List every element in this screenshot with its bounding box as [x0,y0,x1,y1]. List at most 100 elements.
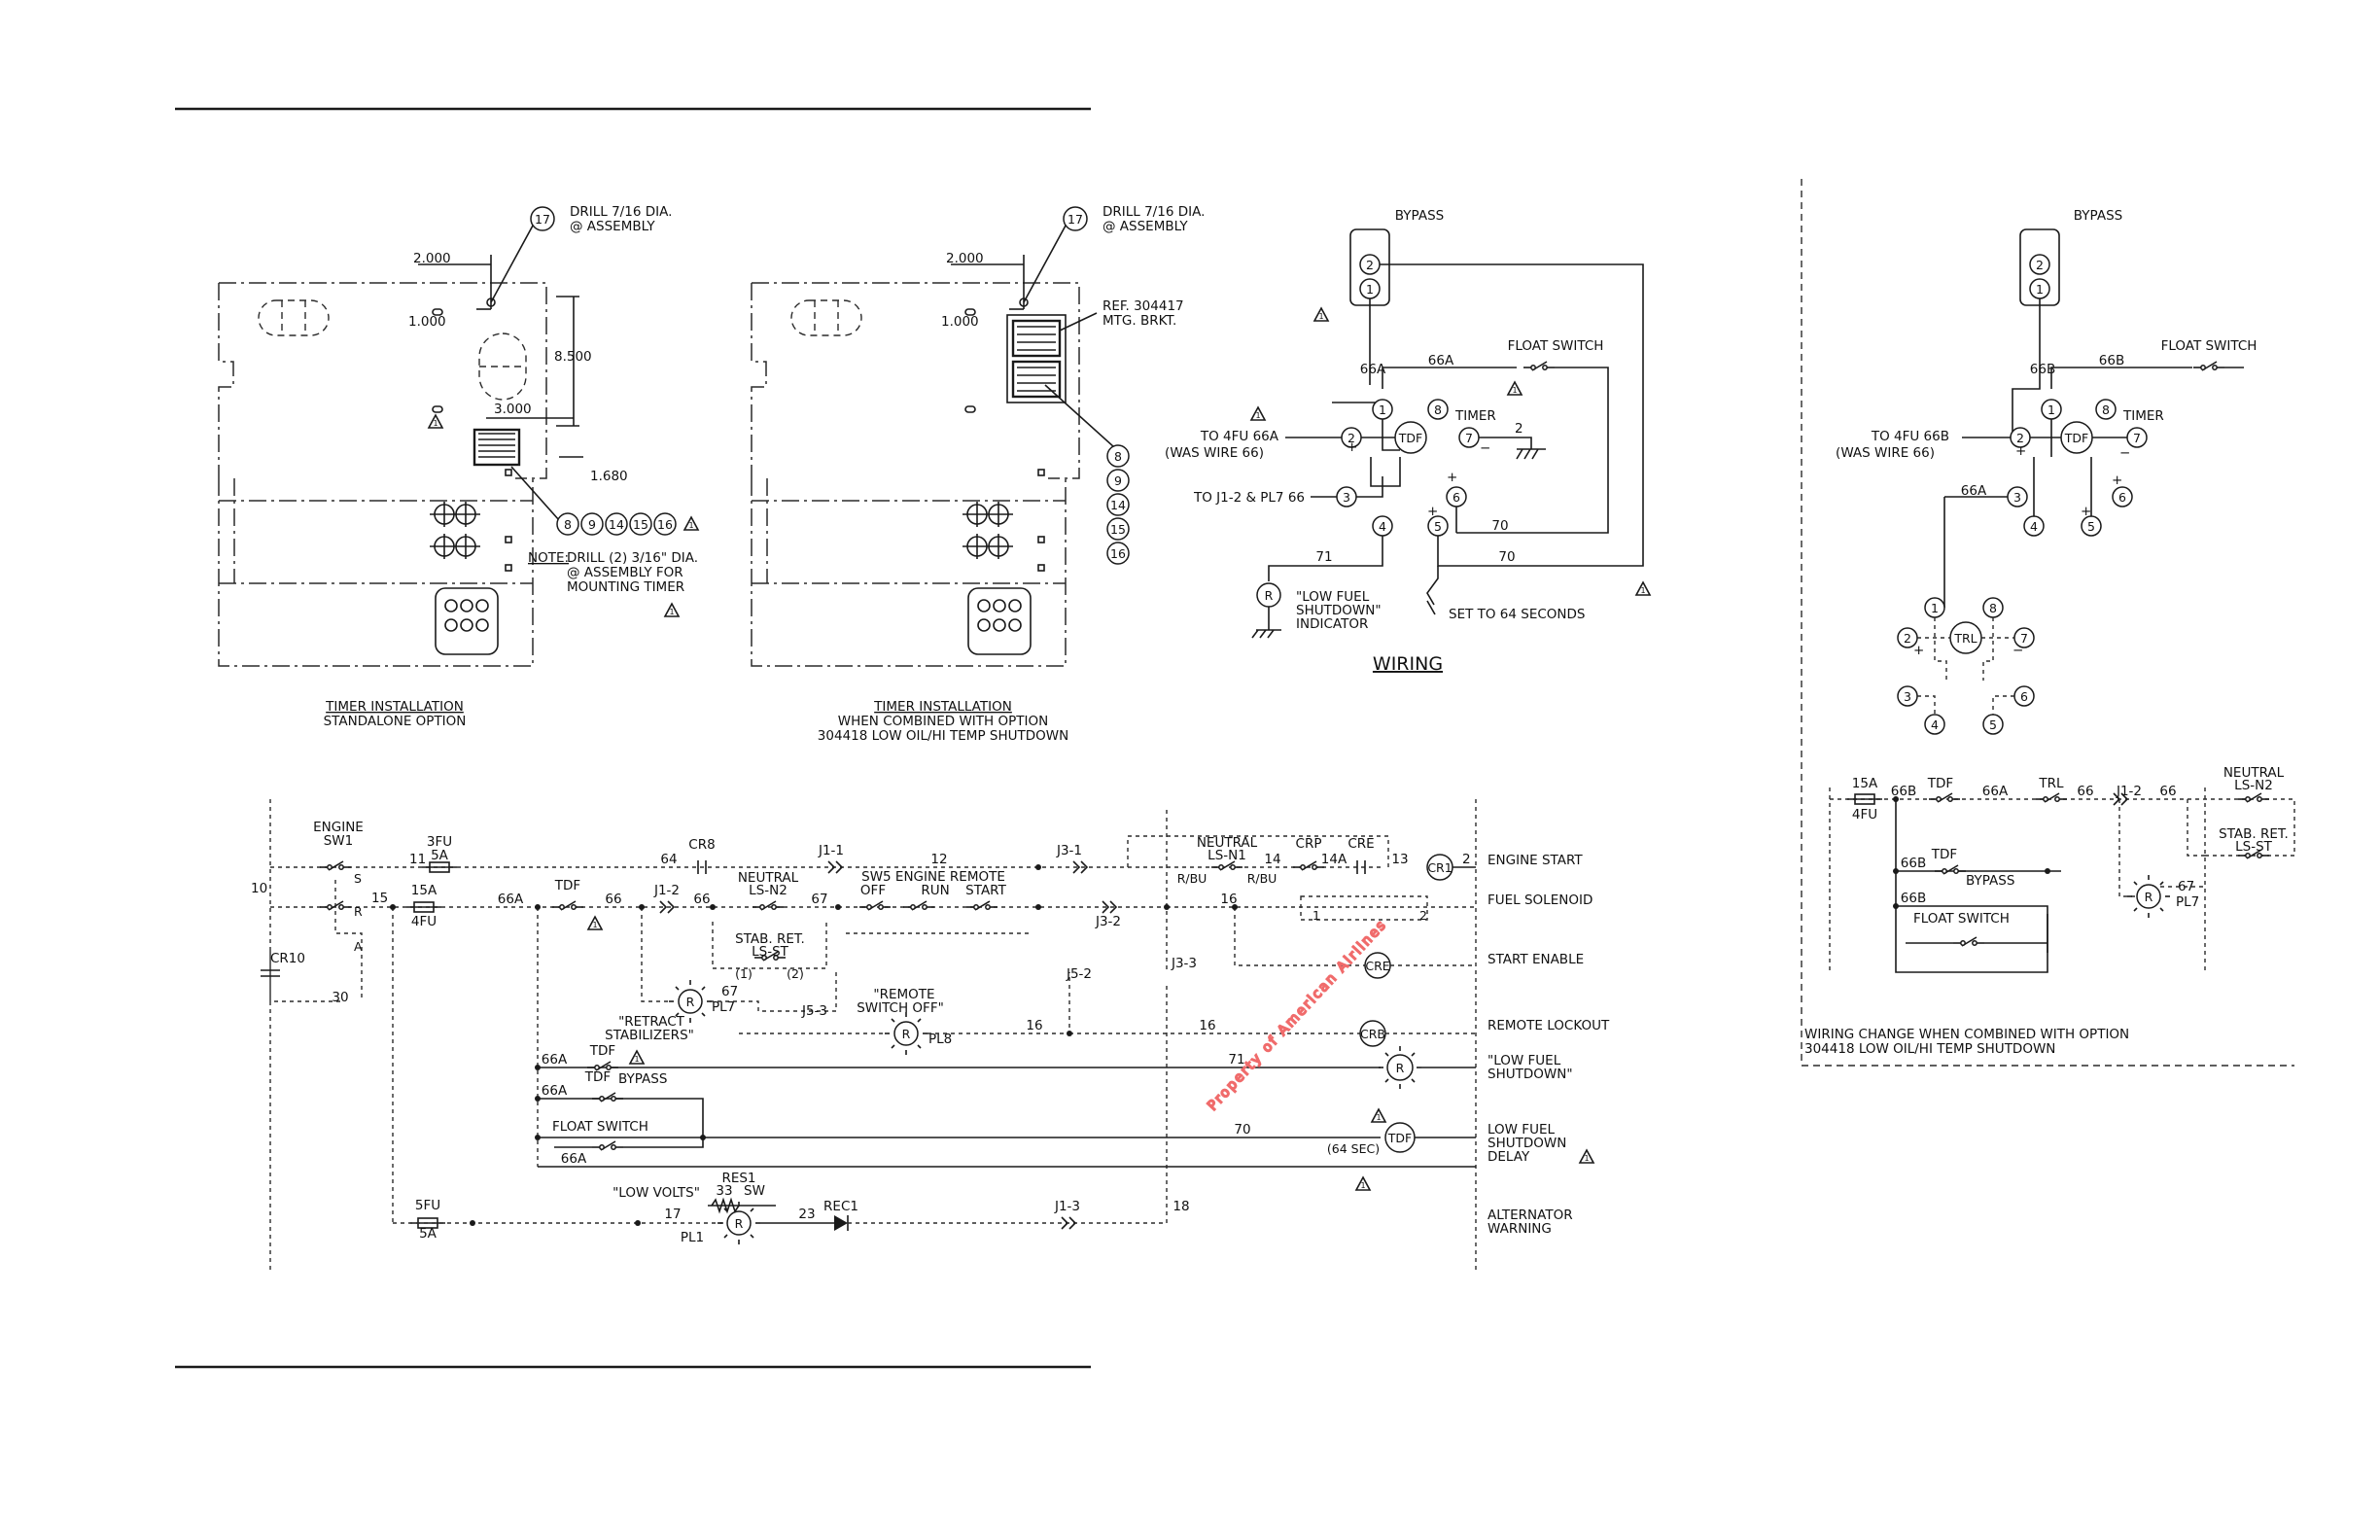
retract-1: "RETRACT [618,1014,685,1030]
wire-66-b: 66 [693,892,710,907]
rung-start-enable: START ENABLE [1488,952,1584,967]
sw1-label: SW1 [324,833,354,849]
callout-16-b: 16 [1110,546,1126,561]
rung-remote-lockout: REMOTE LOCKOUT [1488,1018,1610,1033]
timer-terminal-6: 6 [1452,490,1460,505]
dim-1000: 1.000 [408,314,446,330]
wire-15: 15 [371,891,388,906]
tdf-coil: TDF [1387,1131,1412,1145]
rp-66b-1: 66B [2030,362,2055,377]
neutral-ls-n1: NEUTRAL [1197,835,1258,851]
rp-tdf: TDF [2064,431,2088,445]
rp-plus-5: + [2081,504,2091,519]
callout-16: 16 [657,517,673,532]
rung-delay-3: DELAY [1488,1149,1530,1165]
callout-14-b: 14 [1110,498,1126,512]
rp-pl7: PL7 [2176,894,2199,910]
crb-coil: CRB [1360,1027,1385,1041]
neutral-label: NEUTRAL [738,870,799,886]
float-switch-label: FLOAT SWITCH [1508,338,1604,354]
tdf-contact: TDF [554,878,580,893]
bypass-terminal-1: 1 [1366,282,1374,297]
set-to-64: SET TO 64 SECONDS [1449,607,1585,622]
minus-7: − [1480,440,1490,456]
rp-t5: 5 [2087,519,2095,534]
trl-2: 2 [1904,631,1911,646]
rung-delay-1: LOW FUEL [1488,1122,1555,1138]
tdf-r6: TDF [584,1069,611,1085]
wire-71: 71 [1315,549,1332,565]
low-fuel-3: INDICATOR [1296,616,1368,632]
rp-tdf-contact: TDF [1927,776,1953,791]
wire-16-a: 16 [1220,892,1237,907]
rp-66-b: 66 [2159,784,2176,799]
ls-st: LS-ST [752,944,789,960]
fuse-4fu: 4FU [411,914,437,929]
trl-coil: TRL [1953,631,1977,646]
rp-caption-1: WIRING CHANGE WHEN COMBINED WITH OPTION [1804,1027,2129,1042]
wire-33: 33 [716,1183,732,1199]
rp-neutral: NEUTRAL [2223,765,2285,781]
j3-2: J3-2 [1095,914,1121,929]
ref-bracket-1: REF. 304417 [1102,298,1184,314]
sec-64: (64 SEC) [1327,1141,1380,1156]
fuse-4fu-rating: 15A [411,883,438,898]
rp-ls-st: LS-ST [2235,839,2273,855]
wire-66a-2: 66A [1428,353,1454,368]
rec1: REC1 [823,1199,858,1214]
callout-9: 9 [588,517,596,532]
rp-was-wire: (WAS WIRE 66) [1836,445,1935,461]
trl-8: 8 [1989,601,1997,615]
fuse-3fu-rating: 5A [431,848,449,863]
timer-terminal-5: 5 [1434,519,1442,534]
rp-t2: 2 [2016,431,2024,445]
dim-2000: 2.000 [413,251,451,266]
rp-t7: 7 [2133,431,2141,445]
wire-70-ladder: 70 [1234,1122,1250,1138]
trl-5: 5 [1989,718,1997,732]
callout-14: 14 [609,517,624,532]
rp-66b-2: 66B [2099,353,2124,368]
callout-15-b: 15 [1110,522,1126,537]
j5-3: J5-3 [801,1003,827,1019]
wire-18: 18 [1172,1199,1189,1214]
wire-16-b: 16 [1026,1018,1042,1033]
wire-67: 67 [811,892,827,907]
crp: CRP [1296,836,1322,852]
j3-3: J3-3 [1171,956,1197,971]
dim-2000-b: 2.000 [946,251,984,266]
drill-at-assembly-b: @ ASSEMBLY [1102,219,1188,234]
drill-at-assembly: @ ASSEMBLY [570,219,655,234]
j3-1: J3-1 [1056,843,1082,858]
j5-2: J5-2 [1066,966,1092,982]
rp-plus-6: + [2112,472,2122,488]
balloon-17: 17 [535,212,550,227]
dim-1000-b: 1.000 [941,314,979,330]
rp-caption-2: 304418 LOW OIL/HI TEMP SHUTDOWN [1804,1041,2055,1057]
rp-66b-4: 66B [1901,856,1926,871]
rp-bypass-ctc: BYPASS [1966,873,2014,889]
connector-block-2 [967,587,1032,655]
rung-low-fuel-1: "LOW FUEL [1488,1053,1561,1068]
connector-block [435,587,499,655]
right-panel-wiring-change: BYPASS 2 1 66B 66B FLOAT SWITCH 1 8 TIME… [1804,208,2295,1057]
rung-fuel-solenoid: FUEL SOLENOID [1488,892,1592,908]
wire-2-ladder: 2 [1462,852,1471,867]
engine-label: ENGINE [313,820,364,835]
rung-alt-2: WARNING [1488,1221,1552,1237]
combined-subtitle-1: WHEN COMBINED WITH OPTION [838,714,1048,729]
timer-body [472,428,521,467]
sw5-run: RUN [921,883,949,898]
timer-installation-combined: 2.000 1.000 17 DRILL 7/16 DIA. @ ASSEMBL… [751,204,1205,744]
lamp-r: R [1265,588,1274,603]
timer-terminal-2: 2 [1348,431,1355,445]
lamp-pl8: R [902,1027,911,1041]
rp-bypass-2: 2 [2036,258,2044,272]
rp-t6: 6 [2118,490,2126,505]
trl-7: 7 [2020,631,2028,646]
sw-s: S [354,871,362,886]
sw-res: SW [744,1183,765,1199]
wire-66: 66 [605,892,621,907]
pl1: PL1 [681,1230,704,1245]
drill-note: DRILL 7/16 DIA. [570,204,672,220]
